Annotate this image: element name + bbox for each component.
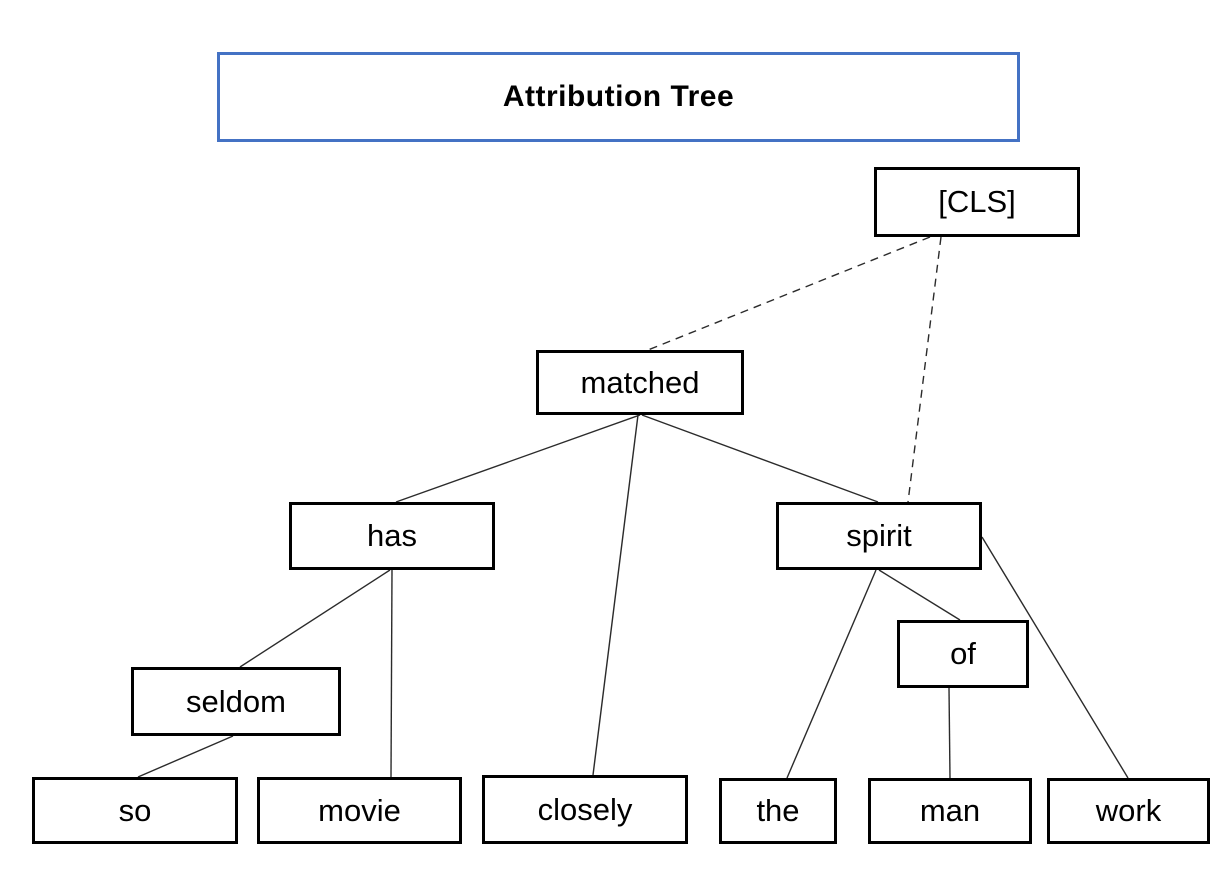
tree-node-label-closely: closely — [537, 791, 633, 827]
tree-node-cls: [CLS] — [874, 167, 1080, 237]
tree-node-label-cls: [CLS] — [938, 184, 1016, 219]
tree-node-man: man — [868, 778, 1032, 844]
edge-seldom-so — [137, 735, 234, 778]
tree-node-label-work: work — [1095, 793, 1162, 828]
figure-title-box: Attribution Tree — [217, 52, 1020, 142]
edge-spirit-work — [981, 536, 1129, 779]
edge-cls-spirit — [907, 236, 942, 503]
tree-node-label-seldom: seldom — [186, 683, 286, 719]
tree-node-seldom: seldom — [131, 667, 341, 736]
edge-has-movie — [390, 569, 393, 778]
tree-node-label-of: of — [950, 636, 976, 671]
tree-node-of: of — [897, 620, 1029, 688]
edge-of-man — [948, 687, 951, 779]
tree-node-has: has — [289, 502, 495, 570]
tree-node-matched: matched — [536, 350, 744, 415]
edge-matched-has — [395, 414, 641, 503]
tree-node-work: work — [1047, 778, 1210, 844]
edge-spirit-of — [878, 569, 961, 621]
figure-title: Attribution Tree — [502, 80, 735, 113]
tree-node-label-the: the — [756, 793, 800, 828]
tree-node-so: so — [32, 777, 238, 844]
tree-node-movie: movie — [257, 777, 462, 844]
tree-node-spirit: spirit — [776, 502, 982, 570]
tree-node-label-man: man — [919, 793, 981, 828]
edge-has-seldom — [239, 569, 391, 668]
edge-matched-spirit — [641, 414, 879, 503]
tree-node-closely: closely — [482, 775, 688, 844]
edge-matched-closely — [592, 414, 639, 776]
tree-node-label-has: has — [367, 518, 417, 553]
tree-node-the: the — [719, 778, 837, 844]
tree-node-label-spirit: spirit — [846, 518, 912, 553]
tree-node-label-matched: matched — [580, 364, 700, 400]
tree-node-label-so: so — [118, 792, 152, 828]
edge-cls-matched — [647, 236, 931, 351]
tree-node-label-movie: movie — [318, 792, 401, 828]
edge-spirit-the — [786, 569, 877, 779]
